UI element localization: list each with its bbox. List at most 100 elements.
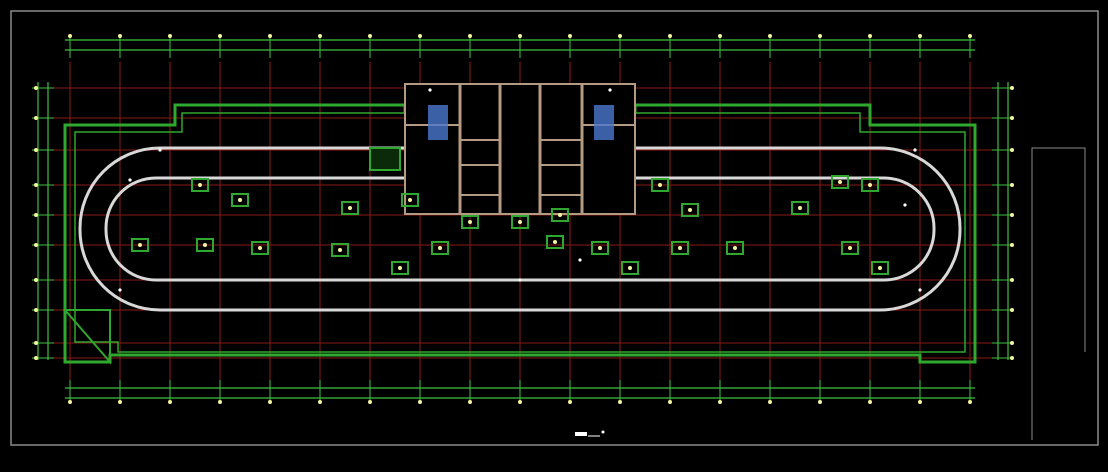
axis-bubble xyxy=(218,400,222,404)
column-cluster xyxy=(331,243,349,257)
core-block xyxy=(404,83,636,215)
column-cluster xyxy=(841,241,859,255)
column-marker xyxy=(798,206,802,210)
axis-bubble xyxy=(34,213,38,217)
stair-right xyxy=(594,105,614,140)
annotation-dot xyxy=(608,88,612,92)
axis-bubble xyxy=(818,34,822,38)
annotation-dot xyxy=(118,288,122,292)
column-marker xyxy=(138,243,142,247)
column-cluster xyxy=(196,238,214,252)
axis-bubble xyxy=(668,34,672,38)
axis-bubble xyxy=(468,34,472,38)
axis-bubble xyxy=(868,34,872,38)
column-marker xyxy=(553,240,557,244)
column-cluster xyxy=(551,208,569,222)
axis-bubble xyxy=(1010,308,1014,312)
axis-bubble xyxy=(768,34,772,38)
column-marker xyxy=(658,183,662,187)
axis-bubble xyxy=(34,308,38,312)
column-marker xyxy=(398,266,402,270)
column-marker xyxy=(468,220,472,224)
column-cluster xyxy=(861,178,879,192)
column-marker xyxy=(838,180,842,184)
axis-bubble xyxy=(34,356,38,360)
column-cluster xyxy=(401,193,419,207)
corner-notch xyxy=(62,309,111,365)
column-marker xyxy=(338,248,342,252)
axis-bubble xyxy=(268,400,272,404)
building-inner-wall xyxy=(74,112,966,353)
axis-bubble xyxy=(34,148,38,152)
axis-bubble xyxy=(168,400,172,404)
axis-bubble xyxy=(1010,341,1014,345)
column-cluster xyxy=(391,261,409,275)
axis-bubble xyxy=(918,34,922,38)
column-marker xyxy=(558,213,562,217)
column-cluster xyxy=(591,241,609,255)
column-marker xyxy=(348,206,352,210)
column-cluster xyxy=(511,215,529,229)
drawing-caption-dot xyxy=(601,430,605,434)
axis-bubble xyxy=(968,34,972,38)
axis-bubble xyxy=(118,34,122,38)
axis-bubble xyxy=(118,400,122,404)
axis-bubble xyxy=(34,116,38,120)
equipment-room xyxy=(369,147,401,171)
column-marker xyxy=(868,183,872,187)
annotation-dot xyxy=(918,288,922,292)
axis-bubble xyxy=(368,34,372,38)
column-cluster xyxy=(341,201,359,215)
axis-bubble xyxy=(418,34,422,38)
axis-bubble xyxy=(1010,86,1014,90)
axis-bubble xyxy=(568,34,572,38)
annotation-dot xyxy=(578,258,582,262)
column-cluster xyxy=(461,215,479,229)
axis-bubble xyxy=(34,341,38,345)
axis-bubble xyxy=(168,34,172,38)
column-cluster xyxy=(671,241,689,255)
axis-bubble xyxy=(468,400,472,404)
axis-bubble xyxy=(668,400,672,404)
axis-bubble xyxy=(618,400,622,404)
axis-bubble xyxy=(518,34,522,38)
column-cluster xyxy=(651,178,669,192)
axis-bubble xyxy=(868,400,872,404)
axis-bubble xyxy=(218,34,222,38)
axis-bubble xyxy=(818,400,822,404)
column-marker xyxy=(238,198,242,202)
annotation-dot xyxy=(128,178,132,182)
column-marker xyxy=(258,246,262,250)
column-marker xyxy=(688,208,692,212)
column-marker xyxy=(438,246,442,250)
column-marker xyxy=(878,266,882,270)
column-cluster xyxy=(191,178,209,192)
axis-bubble xyxy=(718,400,722,404)
column-marker xyxy=(848,246,852,250)
axis-bubble xyxy=(68,34,72,38)
column-marker xyxy=(198,183,202,187)
annotation-dot xyxy=(428,88,432,92)
axis-bubble xyxy=(1010,213,1014,217)
axis-bubble xyxy=(918,400,922,404)
axis-bubble xyxy=(34,86,38,90)
axis-bubble xyxy=(318,34,322,38)
column-cluster xyxy=(831,175,849,189)
column-cluster xyxy=(621,261,639,275)
axis-bubble xyxy=(1010,148,1014,152)
column-cluster xyxy=(431,241,449,255)
axis-bubble xyxy=(418,400,422,404)
column-marker xyxy=(203,243,207,247)
column-cluster xyxy=(681,203,699,217)
axis-bubble xyxy=(568,400,572,404)
column-marker xyxy=(733,246,737,250)
annotation-dot xyxy=(158,148,162,152)
axis-bubble xyxy=(268,34,272,38)
axis-bubble xyxy=(768,400,772,404)
axis-bubble xyxy=(34,278,38,282)
axis-bubble xyxy=(368,400,372,404)
axis-bubble xyxy=(618,34,622,38)
axis-bubble xyxy=(318,400,322,404)
column-marker xyxy=(678,246,682,250)
